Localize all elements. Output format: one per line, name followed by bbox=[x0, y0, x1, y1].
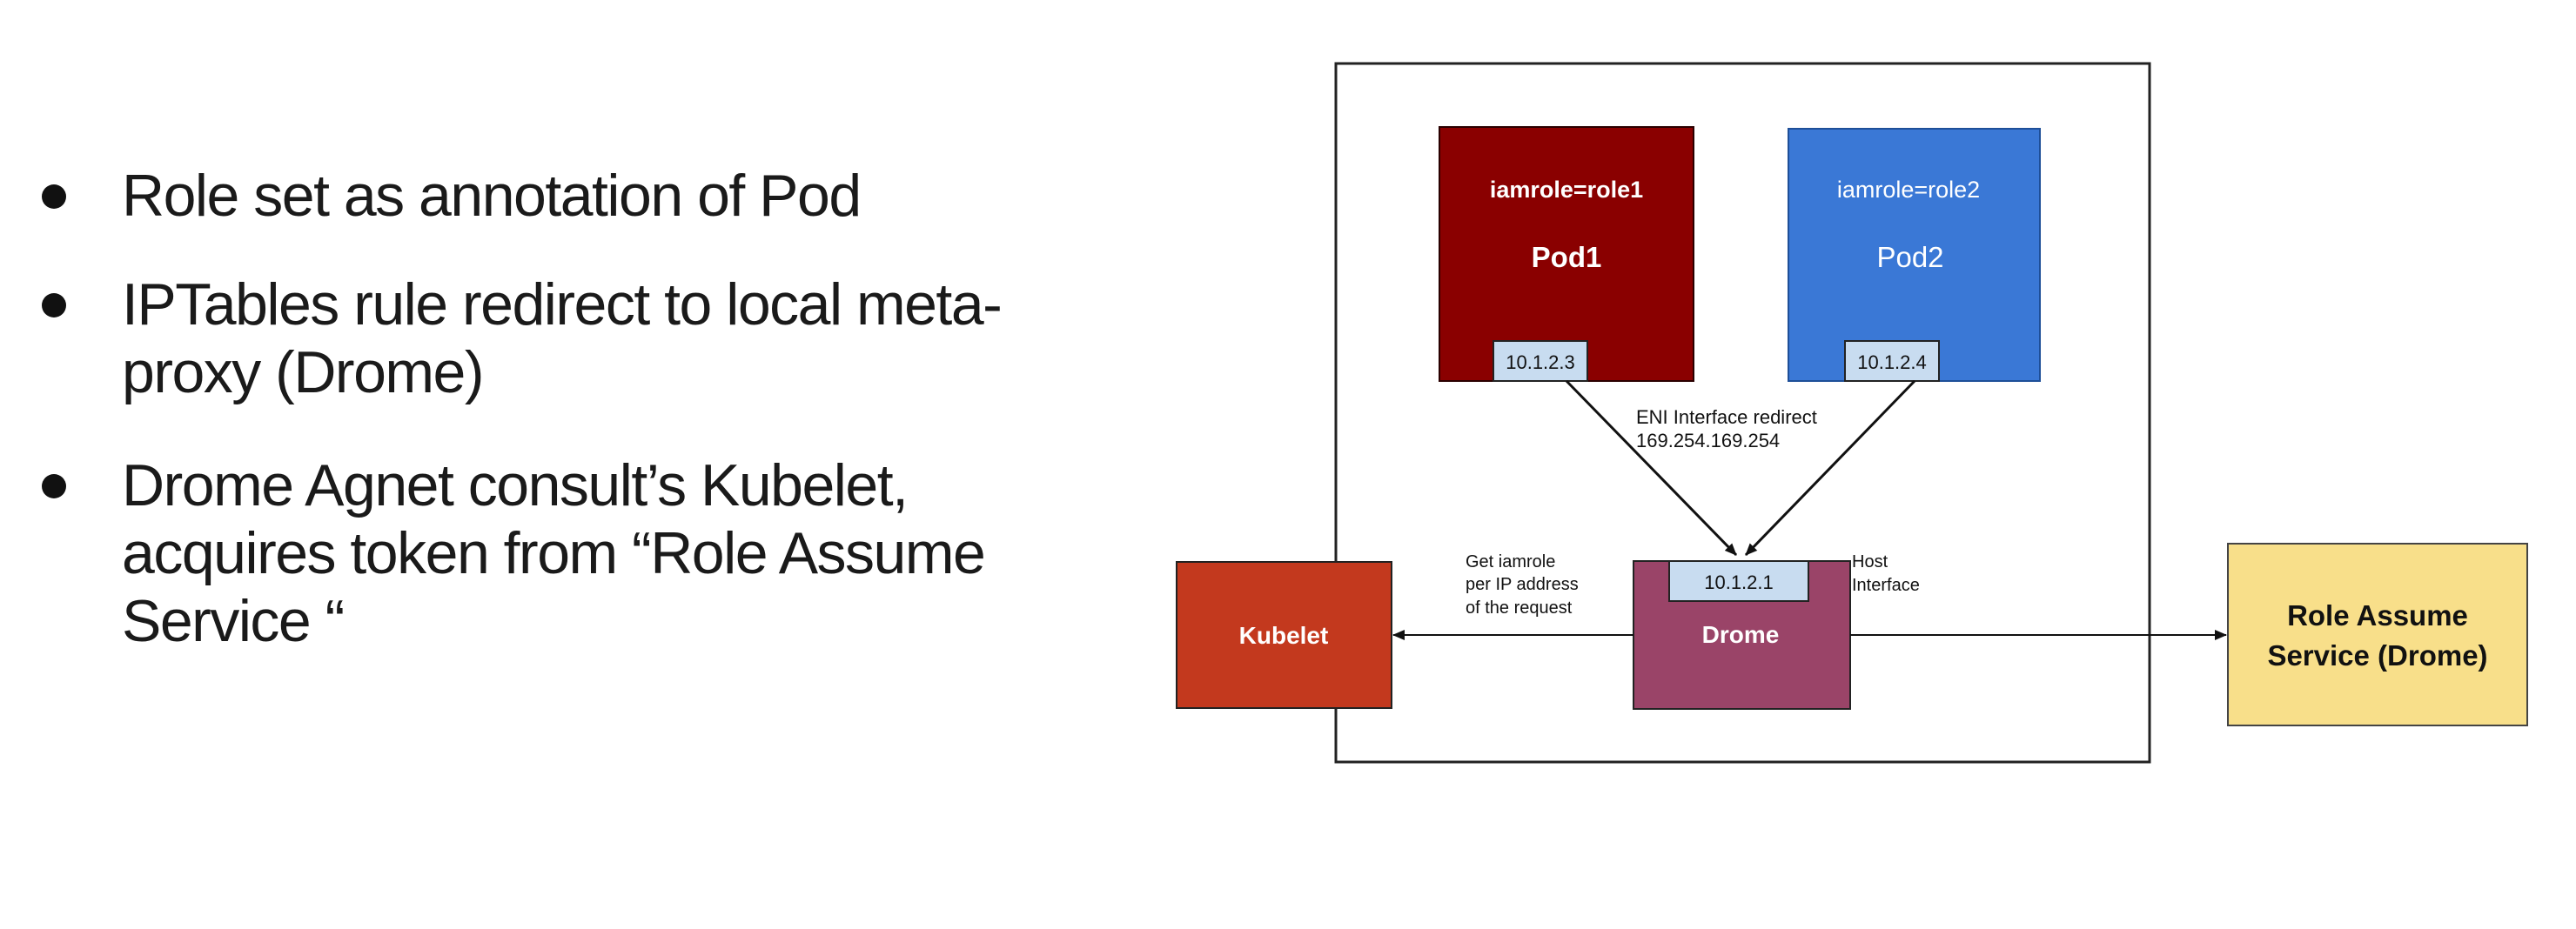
pod2-to-drome-arrow bbox=[1744, 379, 1916, 557]
drome-box: 10.1.2.1 Drome bbox=[1633, 560, 1851, 710]
role-assume-label-2: Service (Drome) bbox=[2267, 639, 2487, 672]
pod1-ip-tag bbox=[1493, 340, 1588, 382]
bullet-line: Role set as annotation of Pod bbox=[122, 163, 862, 229]
bullet-item: Drome Agnet consult’s Kubelet, acquires … bbox=[42, 451, 1105, 655]
get-iamrole-label-2: per IP address bbox=[1466, 575, 1579, 594]
eni-redirect-label: ENI Interface redirect bbox=[1636, 406, 1817, 428]
pod2-name: Pod2 bbox=[1876, 241, 1943, 273]
drome-ip: 10.1.2.1 bbox=[1704, 571, 1774, 593]
pod2-ip-tag bbox=[1844, 340, 1940, 382]
pod1-to-drome-arrow bbox=[1565, 379, 1738, 557]
pod2-ip: 10.1.2.4 bbox=[1857, 351, 1927, 373]
pod2-box: iamrole=role2 Pod2 10.1.2.4 bbox=[1788, 128, 2041, 382]
kubelet-box: Kubelet bbox=[1176, 561, 1392, 709]
bullet-dot bbox=[42, 184, 66, 209]
pod1-rect bbox=[1439, 126, 1694, 382]
eni-redirect-ip: 169.254.169.254 bbox=[1636, 430, 1780, 451]
bullet-item: Role set as annotation of Pod bbox=[42, 162, 1105, 230]
pod1-ip: 10.1.2.3 bbox=[1506, 351, 1575, 373]
drome-ip-tag bbox=[1668, 560, 1809, 602]
bullet-line: IPTables rule redirect to local meta- bbox=[122, 271, 1003, 338]
pod1-annotation: iamrole=role1 bbox=[1490, 177, 1643, 203]
host-interface-label: Host bbox=[1852, 552, 1888, 571]
kubelet-rect bbox=[1176, 561, 1392, 709]
bullet-dot bbox=[42, 293, 66, 317]
bullet-line: proxy (Drome) bbox=[122, 339, 485, 405]
role-assume-box: Role Assume Service (Drome) bbox=[2227, 543, 2528, 726]
bullet-line: acquires token from “Role Assume bbox=[122, 520, 986, 586]
host-interface-label-2: Interface bbox=[1852, 576, 1920, 595]
drome-name: Drome bbox=[1702, 621, 1780, 648]
get-iamrole-label-3: of the request bbox=[1466, 598, 1573, 618]
bullet-dot bbox=[42, 474, 66, 498]
pod2-rect bbox=[1788, 128, 2041, 382]
bullet-list: Role set as annotation of Pod IPTables r… bbox=[0, 0, 1149, 929]
pod1-box: iamrole=role1 Pod1 10.1.2.3 bbox=[1439, 126, 1694, 382]
get-iamrole-label: Get iamrole bbox=[1466, 552, 1555, 571]
bullet-line: Drome Agnet consult’s Kubelet, bbox=[122, 452, 909, 518]
pod1-name: Pod1 bbox=[1532, 241, 1602, 273]
role-assume-label: Role Assume bbox=[2287, 599, 2468, 632]
bullet-line: Service “ bbox=[122, 588, 345, 654]
bullet-item: IPTables rule redirect to local meta- pr… bbox=[42, 271, 1105, 406]
pod2-annotation: iamrole=role2 bbox=[1837, 177, 1980, 203]
node-frame bbox=[1334, 62, 2151, 764]
kubelet-name: Kubelet bbox=[1239, 622, 1329, 649]
role-assume-rect bbox=[2227, 543, 2528, 726]
